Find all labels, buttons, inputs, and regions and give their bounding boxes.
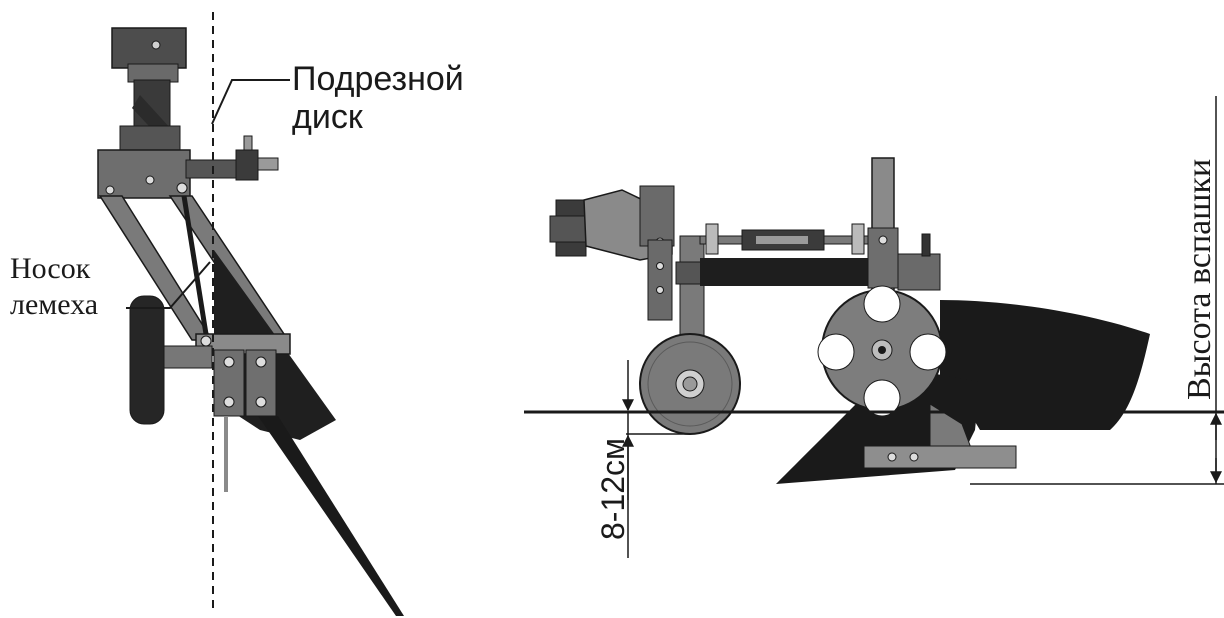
standard-knob <box>921 233 931 257</box>
share-blade <box>258 416 404 616</box>
hitch-flange <box>127 63 179 83</box>
strut <box>181 195 209 335</box>
plate-bolt <box>200 335 212 347</box>
disc-label-line1: Подрезной <box>292 60 464 98</box>
side-bracket <box>639 185 675 247</box>
disc-shaft <box>185 159 237 179</box>
share-leader <box>126 261 211 309</box>
crossbar-bolt-1 <box>105 185 115 195</box>
turnbuckle-nut-left <box>705 223 719 255</box>
clamp-bolt-4 <box>255 396 267 408</box>
disc-nut <box>257 157 279 171</box>
side-vertical-post <box>647 239 673 321</box>
main-beam <box>700 258 880 286</box>
height-label: Высота вспашки <box>1181 159 1218 400</box>
hitch-bolt <box>151 40 161 50</box>
side-hitch-pin <box>549 215 591 243</box>
hitch-block <box>111 27 187 69</box>
side-post-bolt-1 <box>656 262 664 270</box>
clamp-bolt-1 <box>223 356 235 368</box>
disc-knob <box>243 135 253 151</box>
share-label-line1: Носок <box>10 252 91 285</box>
crossbar-bolt-3 <box>176 182 188 194</box>
disc-leader <box>211 79 290 125</box>
cutting-disc <box>817 285 947 417</box>
depth-label: 8-12см <box>595 438 631 540</box>
front-view: Подрезной диск Носок лемеха <box>10 12 464 616</box>
side-post-bolt-2 <box>656 286 664 294</box>
share-label-line2: лемеха <box>10 288 98 321</box>
side-view: 8-12см Высота вспашки <box>524 96 1224 558</box>
standard-block <box>897 253 941 291</box>
landside-bolt-1 <box>887 452 897 462</box>
crossbar-bolt-2 <box>145 175 155 185</box>
landside-bolt-2 <box>909 452 919 462</box>
disc-hub <box>235 149 259 181</box>
turnbuckle-slot <box>756 236 808 244</box>
clamp-bolt-2 <box>255 356 267 368</box>
gauge-wheel-side <box>639 333 741 435</box>
gauge-wheel-front <box>129 295 165 425</box>
disc-label-line2: диск <box>292 98 364 136</box>
crossbar <box>97 149 191 199</box>
moldboard <box>940 300 1150 430</box>
standard-bolt <box>878 235 888 245</box>
landside-bar <box>863 445 1017 469</box>
turnbuckle-nut-right <box>851 223 865 255</box>
clamp-bolt-3 <box>223 396 235 408</box>
